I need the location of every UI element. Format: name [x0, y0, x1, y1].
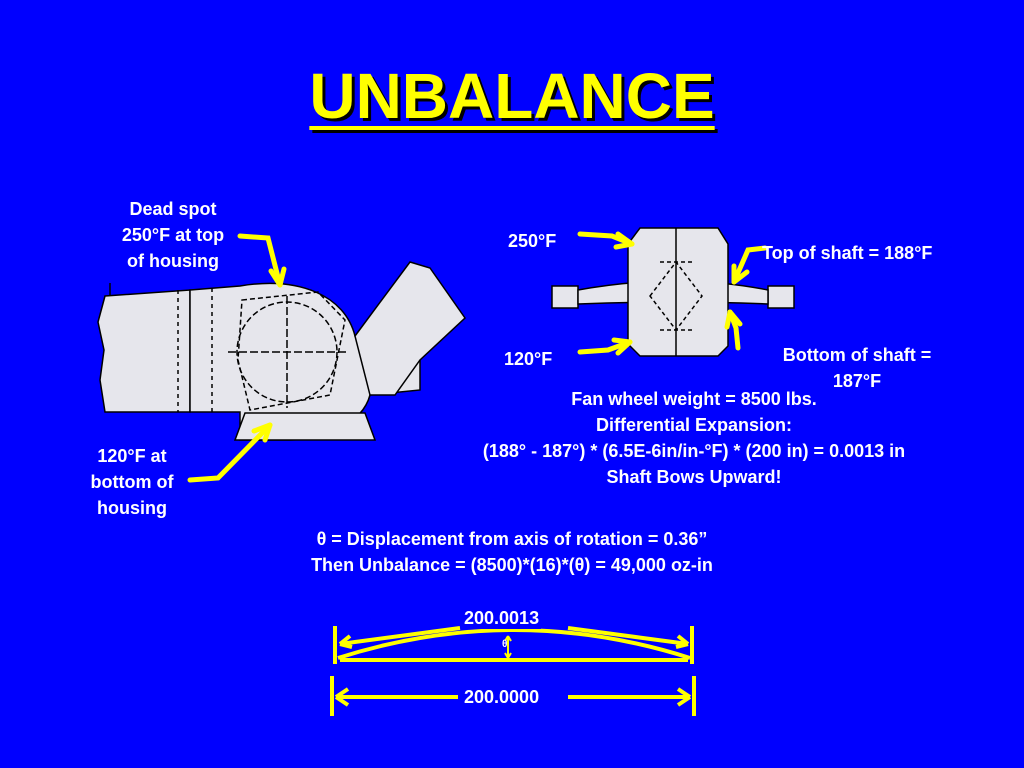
slide-title: UNBALANCE: [309, 60, 715, 132]
top-dimension-line: [339, 626, 689, 646]
outlet-duct: [354, 261, 466, 396]
label-line: 120°F at: [97, 446, 167, 466]
inlet-duct: [97, 289, 191, 413]
straight-length-label: 200.0000: [462, 686, 542, 708]
unbalance-line: θ = Displacement from axis of rotation =…: [316, 529, 708, 549]
right-leaders: [577, 231, 768, 356]
bowed-shaft: [337, 628, 691, 660]
bearing-left: [551, 285, 579, 309]
leader-120: [577, 339, 633, 355]
housing-bottom-label: 120°F at bottom of housing: [62, 443, 202, 521]
wheel-body: [627, 227, 729, 357]
leader-bottom-housing: [187, 422, 273, 483]
shaft-top-label: Top of shaft = 188°F: [762, 243, 933, 263]
bow-diagram: [330, 626, 696, 716]
temp-bottom-label: 120°F: [504, 349, 553, 369]
unbalance-block: θ = Displacement from axis of rotation =…: [0, 526, 1024, 578]
bowed-length-label: 200.0013: [462, 607, 542, 629]
calc-line: Fan wheel weight = 8500 lbs.: [571, 389, 817, 409]
fan-housing-drawing: [97, 261, 466, 441]
calculation-block: Fan wheel weight = 8500 lbs. Differentia…: [394, 386, 994, 490]
leader-bottom-shaft-arrow: [724, 309, 743, 330]
top-dimension-arrows: [338, 634, 690, 649]
leader-250-arrow: [613, 231, 635, 250]
label-line: bottom of: [90, 472, 174, 492]
leader-top-shaft-arrow: [731, 263, 750, 285]
label-line: Bottom of shaft =: [782, 345, 932, 365]
leader-top-arrow: [268, 266, 287, 288]
leader-top-shaft: [731, 245, 768, 285]
leader-bottom-arrow: [251, 422, 273, 443]
label-line: Dead spot: [129, 199, 217, 219]
temp-top-label: 250°F: [508, 231, 557, 251]
theta-label: θ: [502, 639, 508, 650]
leader-120-arrow: [611, 337, 633, 356]
left-leaders: [187, 233, 287, 483]
dead-spot-label: Dead spot 250°F at top of housing: [98, 196, 248, 274]
calc-line: Shaft Bows Upward!: [606, 467, 782, 487]
shaft-bottom-label: Bottom of shaft = 187°F: [752, 342, 962, 394]
housing-base: [233, 412, 377, 441]
wheel-hub: [649, 260, 703, 332]
label-line: of housing: [127, 251, 219, 271]
unbalance-line: Then Unbalance = (8500)*(16)*(θ) = 49,00…: [311, 555, 713, 575]
calc-line: (188° - 187°) * (6.5E-6in/in-°F) * (200 …: [482, 441, 906, 461]
theta-arrows: [504, 635, 512, 659]
wheel-shaft-drawing: [551, 227, 795, 357]
label-line: 187°F: [832, 371, 882, 391]
label-line: 250°F at top: [121, 225, 225, 245]
housing-dash-outline: [237, 291, 346, 411]
leader-top-housing: [237, 233, 283, 288]
label-line: housing: [97, 498, 167, 518]
bearing-right: [767, 285, 795, 309]
bottom-dimension-arrows: [334, 687, 692, 707]
calc-line: Differential Expansion:: [595, 415, 793, 435]
